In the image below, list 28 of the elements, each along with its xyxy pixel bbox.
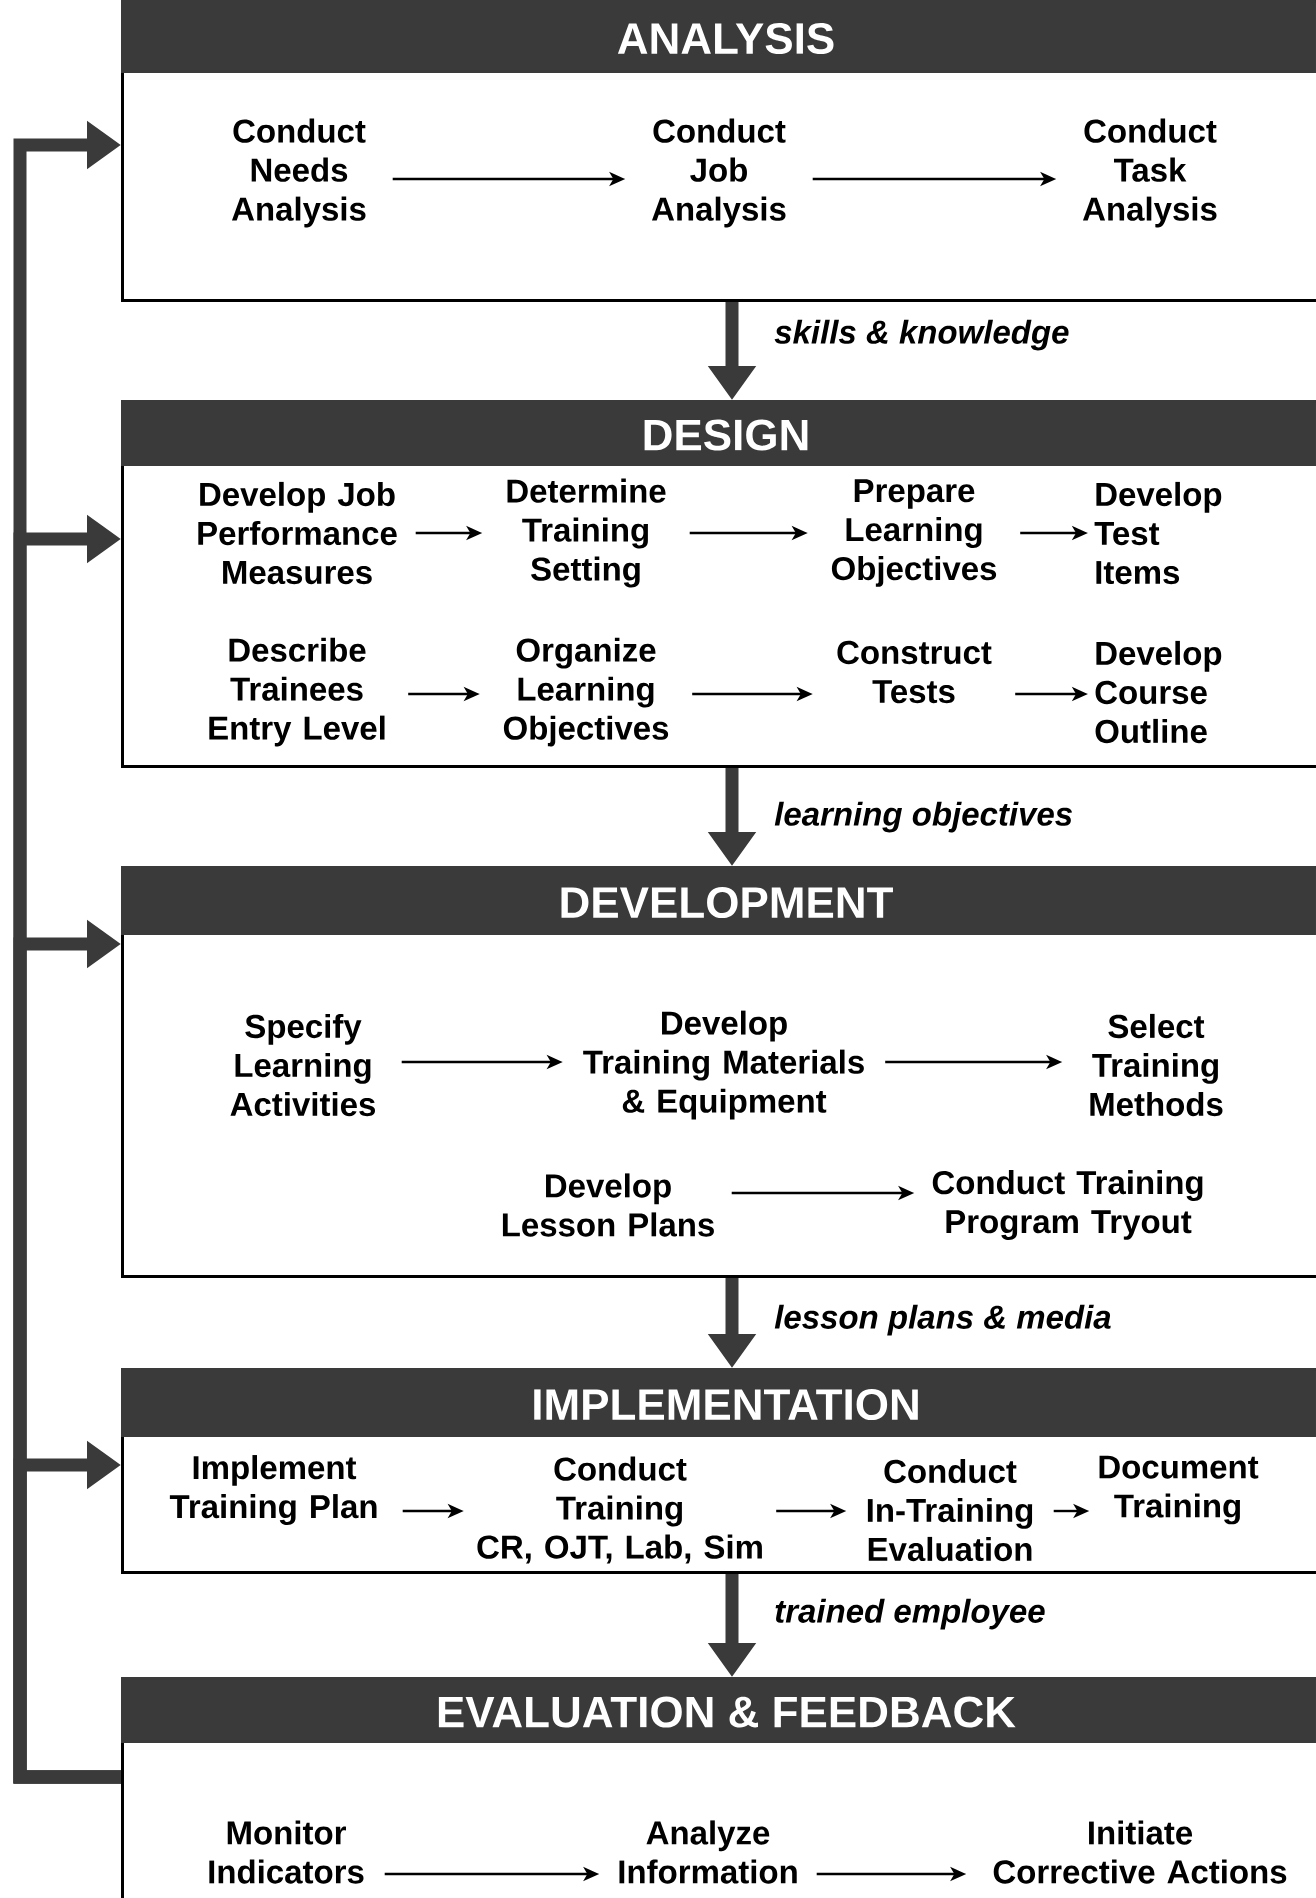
edge-label: learning objectives xyxy=(772,799,1076,835)
step-text: Analyze Information xyxy=(619,1820,797,1884)
step-text: Develop Training Materials & Equipment xyxy=(583,1010,864,1120)
step-text: Monitor Indicators xyxy=(209,1820,364,1884)
step-text: Implement Training Plan xyxy=(169,1455,377,1525)
step-text: Conduct Training CR, OJT, Lab, Sim xyxy=(477,1456,762,1564)
step-text: Develop Course Outline xyxy=(1095,640,1222,744)
step-text: Develop Test Items xyxy=(1094,481,1222,585)
edge-label: trained employee xyxy=(772,1596,1048,1632)
step-text: Develop Job Performance Measures xyxy=(198,481,397,585)
step-text: Develop Lesson Plans xyxy=(502,1173,714,1237)
step-text: Describe Trainees Entry Level xyxy=(209,637,385,747)
step-text: Conduct In-Training Evaluation xyxy=(867,1458,1033,1562)
step-text: Construct Tests xyxy=(837,640,992,704)
step-text: Specify Learning Activities xyxy=(230,1013,375,1117)
step-text: Conduct Task Analysis xyxy=(1082,118,1217,228)
step-text: Select Training Methods xyxy=(1090,1013,1223,1117)
step-text: Conduct Job Analysis xyxy=(651,118,786,228)
step-text: Organize Learning Objectives xyxy=(503,637,669,747)
step-text: Prepare Learning Objectives xyxy=(831,479,997,587)
step-text: Conduct Training Program Tryout xyxy=(932,1170,1203,1240)
edge-label: skills & knowledge xyxy=(772,317,1072,353)
step-text: Document Training xyxy=(1099,1455,1259,1525)
arrow xyxy=(13,1440,121,1784)
edge-label: lesson plans & media xyxy=(772,1302,1114,1338)
step-text: Determine Training Setting xyxy=(507,478,666,588)
step-text: Conduct Needs Analysis xyxy=(231,118,366,228)
step-text: Initiate Corrective Actions xyxy=(993,1820,1287,1884)
